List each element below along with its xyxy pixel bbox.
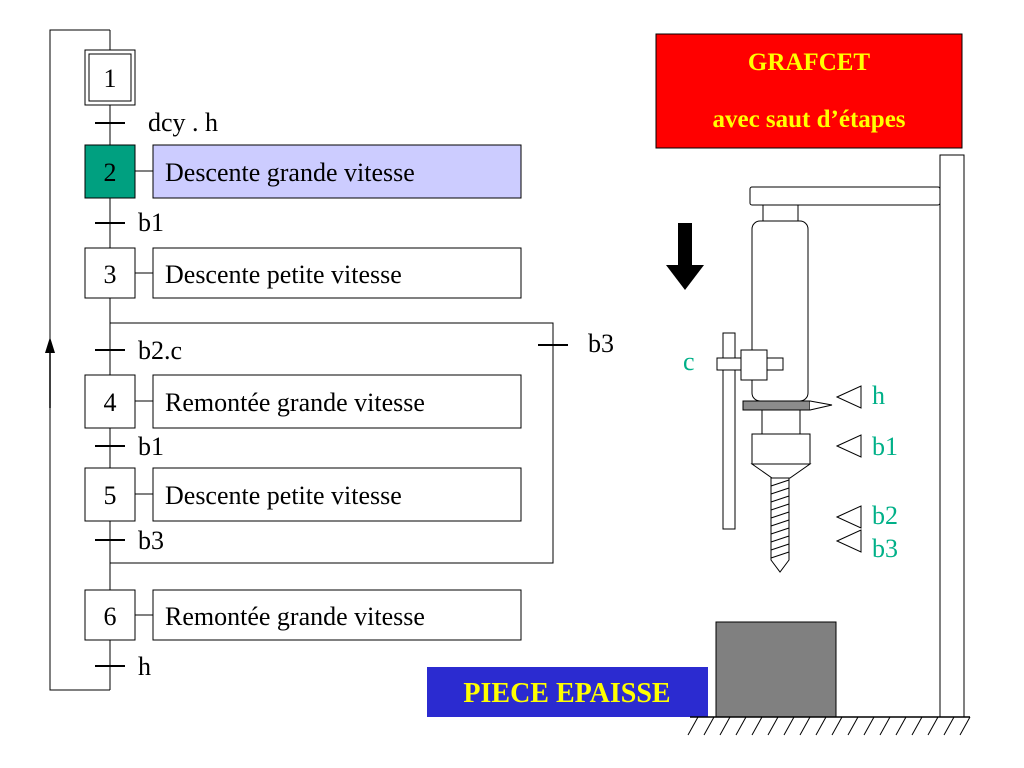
action-label: Descente grande vitesse <box>165 158 415 187</box>
c-rod <box>722 332 736 530</box>
chuck-body <box>751 433 811 465</box>
step-6: 6 Remontée grande vitesse <box>84 589 522 641</box>
action-label: Descente petite vitesse <box>165 260 402 289</box>
sensor-b3-icon <box>835 529 862 553</box>
transition-label: b1 <box>138 432 164 461</box>
step-number: 5 <box>104 481 117 510</box>
workpiece <box>715 621 837 718</box>
step-3: 3 Descente petite vitesse <box>84 247 522 299</box>
step-5: 5 Descente petite vitesse <box>84 467 522 522</box>
piece-label: PIECE EPAISSE <box>463 678 670 709</box>
machine-column <box>939 154 965 718</box>
step-2: 2 Descente grande vitesse <box>84 144 522 199</box>
sensor-c-label: c <box>683 347 695 376</box>
jump-branch <box>110 322 554 564</box>
transition-label: b2.c <box>138 336 182 365</box>
sensor-h-icon <box>835 385 862 409</box>
step-number: 4 <box>104 388 117 417</box>
transition-label: b3 <box>138 526 164 555</box>
title-line-2: avec saut d’étapes <box>712 106 905 133</box>
collar-pointer <box>809 400 833 411</box>
piece-label-box <box>427 667 708 717</box>
action-box <box>152 467 522 522</box>
c-rod-clamp <box>740 349 768 381</box>
up-arrow-icon <box>45 337 55 353</box>
jump-transition-label: b3 <box>588 329 614 358</box>
action-box <box>152 247 522 299</box>
ground-hatching <box>687 716 971 736</box>
step-4: 4 Remontée grande vitesse <box>84 374 522 429</box>
spindle-collar <box>742 400 811 411</box>
step-number: 1 <box>104 64 117 93</box>
sensor-b1-icon <box>835 434 862 458</box>
sensor-b2-label: b2 <box>872 501 898 530</box>
machine-arm <box>749 186 941 206</box>
sensor-b2-icon <box>835 505 862 529</box>
action-box <box>152 374 522 429</box>
action-label: Remontée grande vitesse <box>165 388 425 417</box>
title-line-1: GRAFCET <box>748 49 871 76</box>
spindle-top <box>762 204 799 222</box>
sensor-h-label: h <box>872 381 885 410</box>
drill-bit <box>770 477 790 573</box>
step-number: 2 <box>104 158 117 187</box>
action-box <box>152 589 522 641</box>
action-box <box>152 144 522 199</box>
action-label: Descente petite vitesse <box>165 481 402 510</box>
transition-label: dcy . h <box>148 108 218 137</box>
chuck-taper <box>750 463 812 479</box>
down-arrow-icon <box>666 223 704 290</box>
step-1: 1 <box>84 49 136 106</box>
step-number: 3 <box>104 260 117 289</box>
sensor-b3-label: b3 <box>872 534 898 563</box>
transition-label: h <box>138 652 151 681</box>
action-label: Remontée grande vitesse <box>165 602 425 631</box>
sensor-b1-label: b1 <box>872 432 898 461</box>
step-number: 6 <box>104 602 117 631</box>
title-box <box>655 33 963 149</box>
chuck-upper <box>761 409 801 435</box>
transition-label: b1 <box>138 208 164 237</box>
